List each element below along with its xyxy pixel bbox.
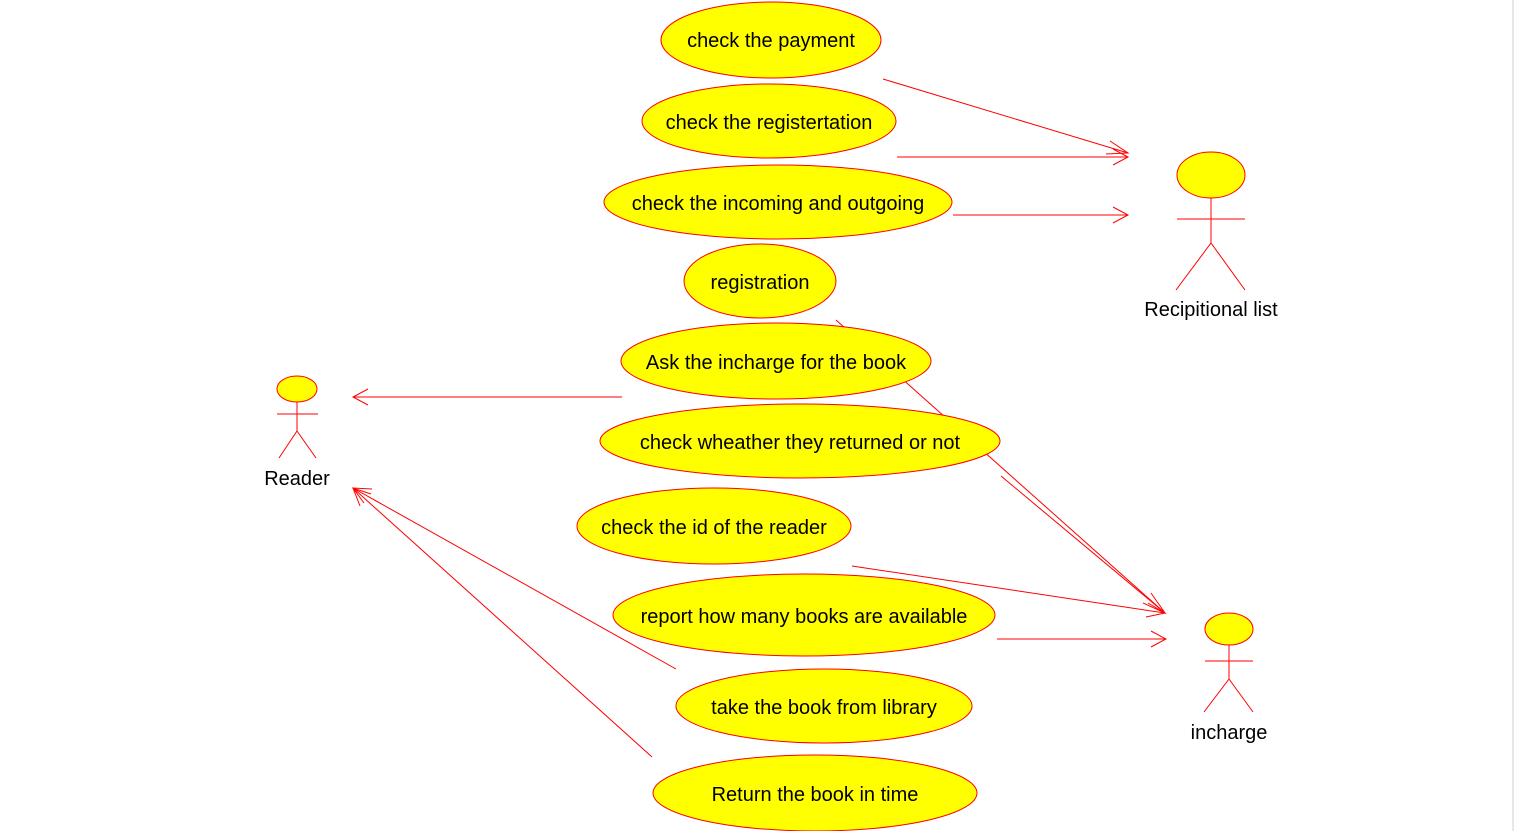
use-case-check-incoming-outgoing[interactable]: check the incoming and outgoing [603,164,953,240]
actor-label: Recipitional list [1144,299,1278,321]
use-case-label: take the book from library [711,697,937,719]
actor-label: incharge [1191,722,1268,744]
use-case-label: Ask the incharge for the book [646,352,907,374]
stick-figure-icon [1175,151,1246,291]
use-case-check-payment[interactable]: check the payment [660,1,882,79]
use-case-label: check wheather they returned or not [640,432,961,454]
use-case-label: registration [711,272,810,294]
use-case-report-books[interactable]: report how many books are available [612,573,996,657]
use-case-label: Return the book in time [712,784,919,806]
actor-incharge[interactable]: incharge [1191,612,1268,744]
stick-figure-icon [276,375,318,459]
use-case-label: check the payment [687,30,855,52]
arrow-report-books-to-incharge [997,630,1168,648]
use-case-label: report how many books are available [641,606,968,628]
actor-reader[interactable]: Reader [264,375,330,490]
use-case-take-book[interactable]: take the book from library [675,668,973,744]
use-case-check-registration[interactable]: check the registertation [641,83,897,159]
arrow-ask-incharge-to-reader [351,388,622,406]
use-case-ask-incharge[interactable]: Ask the incharge for the book [620,322,932,400]
stick-figure-icon [1203,612,1254,713]
arrow-check-id-to-incharge [851,565,1167,618]
use-case-registration[interactable]: registration [683,243,837,319]
arrow-return-book-to-reader [352,487,653,758]
arrow-payment-to-recipitional-list [882,78,1130,155]
use-case-check-id[interactable]: check the id of the reader [576,487,852,565]
actor-recipitional-list[interactable]: Recipitional list [1144,151,1278,321]
use-case-return-book[interactable]: Return the book in time [652,754,978,831]
use-case-label: check the registertation [666,112,873,134]
actor-label: Reader [264,468,330,490]
use-case-check-returned[interactable]: check wheather they returned or not [599,403,1001,479]
arrow-registration-check-to-recipitional-list [897,148,1130,166]
use-case-label: check the id of the reader [601,517,827,539]
window-edge [1512,0,1514,831]
use-case-label: check the incoming and outgoing [632,193,924,215]
arrow-incoming-outgoing-to-recipitional-list [953,206,1130,224]
